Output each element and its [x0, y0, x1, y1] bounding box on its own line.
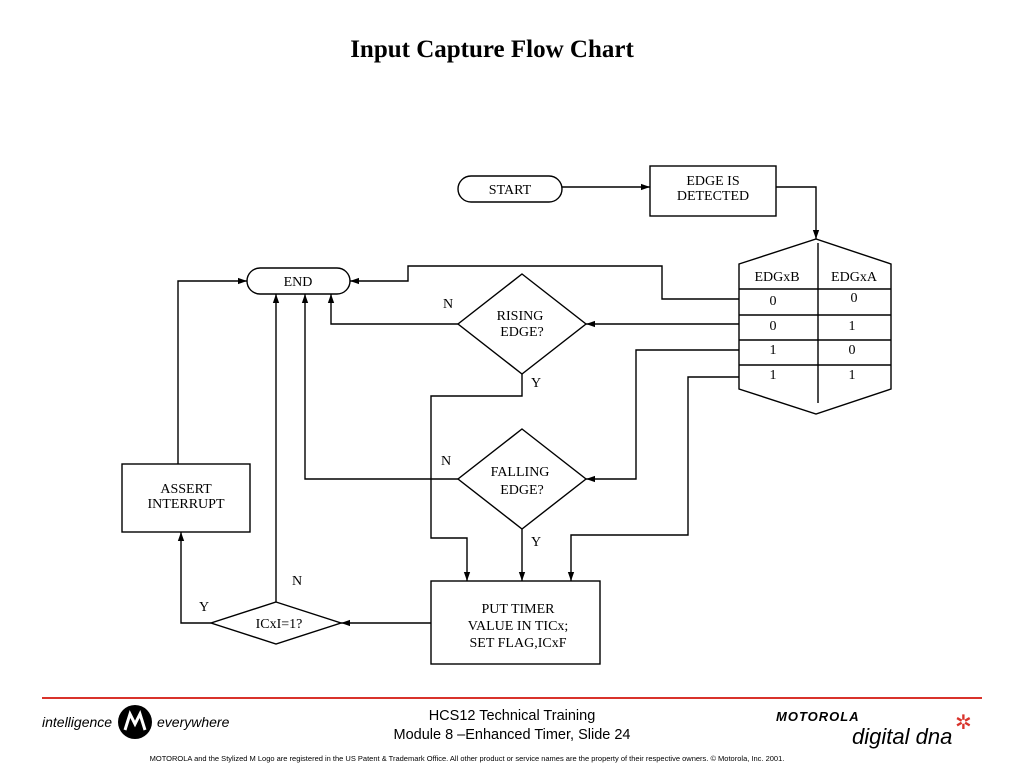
assert-label-2: INTERRUPT: [148, 497, 225, 512]
arrow-rising-yes-to-timer: [430, 374, 523, 581]
put-timer-label-2: VALUE IN TICx;: [468, 619, 569, 634]
table-cell: 0: [770, 319, 777, 334]
edge-table-shape: [738, 238, 892, 415]
table-cell: 1: [849, 319, 856, 334]
icx-label: ICxI=1?: [256, 617, 303, 632]
module-slide: Module 8 –Enhanced Timer, Slide 24: [393, 727, 631, 743]
falling-label-1: FALLING: [491, 465, 550, 480]
table-header-a: EDGxA: [831, 270, 878, 285]
edge-detected-label-1: EDGE IS: [686, 174, 739, 189]
arrow-row11-to-timer: [567, 376, 739, 581]
table-cell: 1: [849, 368, 856, 383]
motorola-brand: MOTOROLA: [776, 709, 860, 724]
put-timer-label-1: PUT TIMER: [482, 602, 556, 617]
end-label: END: [284, 275, 313, 290]
rising-label-2: EDGE?: [500, 325, 544, 340]
slide-title: Input Capture Flow Chart: [350, 36, 634, 63]
tagline-left: intelligence: [42, 714, 113, 730]
rising-yes-label: Y: [531, 376, 541, 391]
falling-label-2: EDGE?: [500, 483, 544, 498]
arrow-falling-no-to-end: [301, 294, 458, 480]
icx-yes-label: Y: [199, 600, 209, 615]
tagline-right: everywhere: [157, 714, 230, 730]
digital-dna-logo: digital dna: [852, 724, 953, 749]
table-cell: 0: [849, 343, 856, 358]
table-cell: 0: [851, 291, 858, 306]
course-title: HCS12 Technical Training: [428, 708, 596, 724]
assert-label-1: ASSERT: [160, 482, 212, 497]
rising-edge-decision: [456, 273, 588, 375]
assert-interrupt-box: [121, 463, 251, 533]
start-terminal: [457, 175, 563, 203]
falling-no-label: N: [441, 454, 451, 469]
rising-no-label: N: [443, 297, 453, 312]
table-header-b: EDGxB: [754, 270, 799, 285]
legal-notice: MOTOROLA and the Stylized M Logo are reg…: [149, 754, 785, 763]
edge-detected-box: [649, 165, 777, 217]
start-label: START: [489, 183, 532, 198]
table-cell: 1: [770, 368, 777, 383]
dna-flower-icon: ✲: [955, 712, 972, 734]
footer-divider: [42, 697, 982, 699]
put-timer-label-3: SET FLAG,ICxF: [470, 636, 567, 651]
edge-detected-label-2: DETECTED: [677, 189, 749, 204]
footer-course-info: HCS12 Technical Training Module 8 –Enhan…: [372, 707, 652, 745]
table-cell: 0: [770, 294, 777, 309]
rising-label-1: RISING: [497, 309, 544, 324]
arrow-icx-yes-to-assert: [177, 532, 211, 624]
icx-decision: [208, 601, 344, 645]
falling-yes-label: Y: [531, 535, 541, 550]
arrow-assert-to-end: [177, 277, 247, 464]
icx-no-label: N: [292, 574, 302, 589]
motorola-m-logo-icon: [118, 705, 152, 739]
arrow-row00-to-end: [350, 265, 739, 300]
arrow-row10-to-falling: [586, 349, 739, 483]
arrow-rising-no-to-end: [327, 294, 458, 325]
table-cell: 1: [770, 343, 777, 358]
arrow-detect-to-table: [776, 186, 820, 239]
